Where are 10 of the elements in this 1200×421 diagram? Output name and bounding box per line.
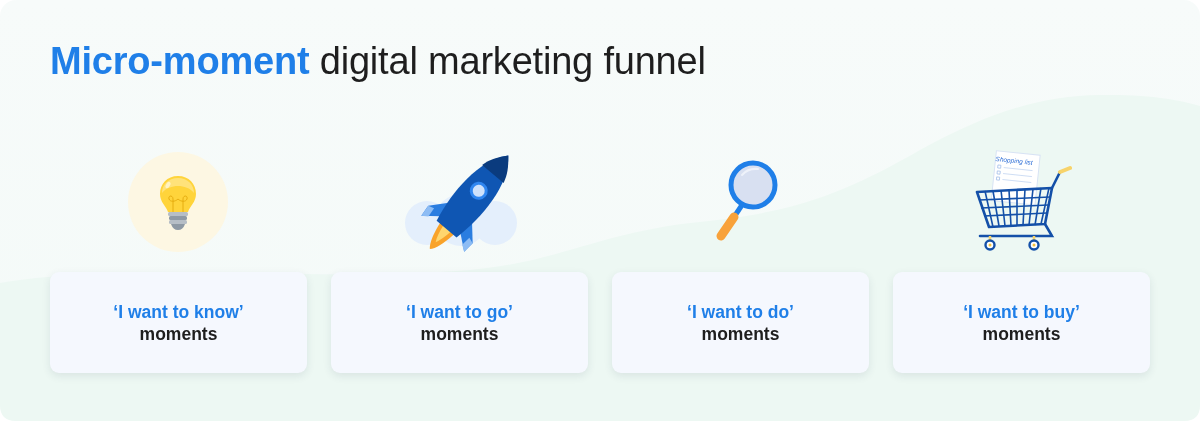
card-heading: ‘I want to buy’ <box>963 300 1080 323</box>
card-heading: ‘I want to do’ <box>687 300 794 323</box>
card-subheading: moments <box>701 322 780 345</box>
card-heading: ‘I want to know’ <box>113 300 244 323</box>
moment-card <box>331 272 588 373</box>
card-subheading: moments <box>420 322 499 345</box>
card-subheading: moments <box>982 322 1061 345</box>
diagram-title: Micro-moment digital marketing funnel <box>50 40 706 83</box>
card-subheading: moments <box>139 322 218 345</box>
card-heading: ‘I want to go’ <box>406 300 513 323</box>
